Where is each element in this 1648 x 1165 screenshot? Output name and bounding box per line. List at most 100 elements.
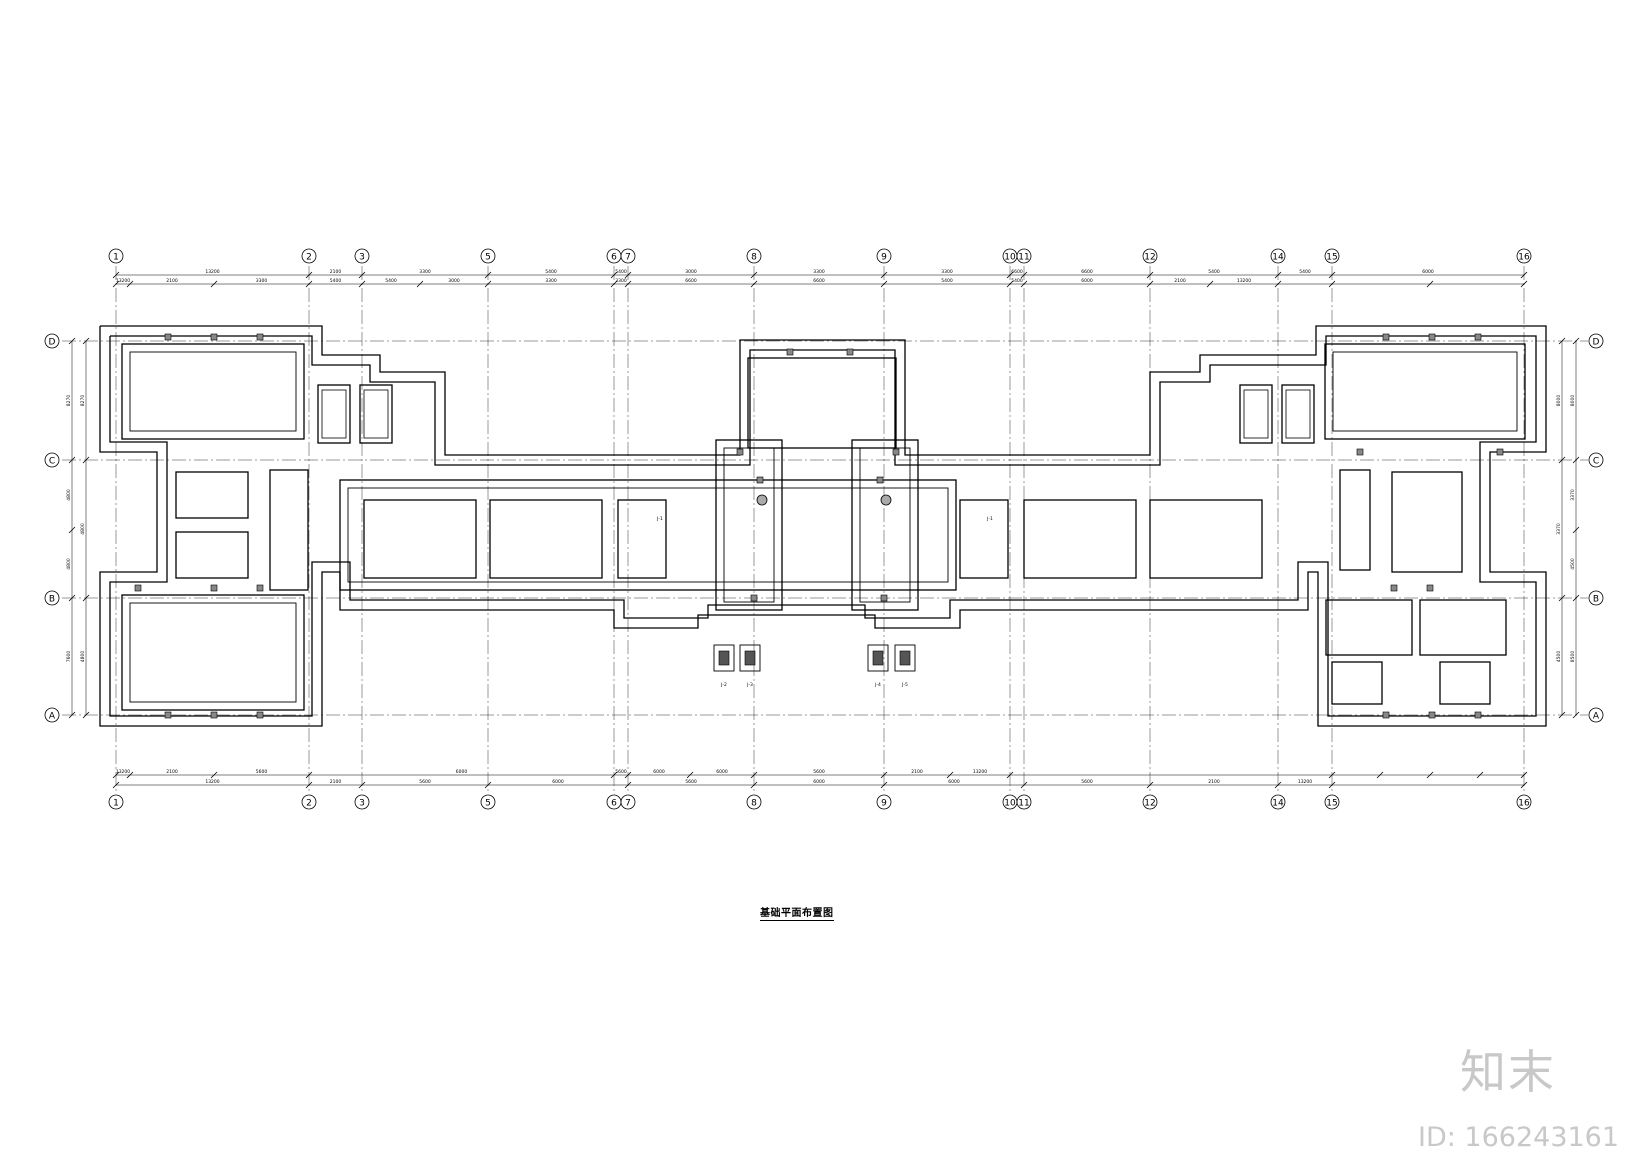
axis-left-C-circle <box>44 452 60 468</box>
axis-left-D-circle <box>44 333 60 349</box>
column-marker <box>1428 333 1436 341</box>
dim-top-sub-tick <box>1520 280 1528 288</box>
dim-left-sub-label: 4800 <box>80 523 86 535</box>
axis-top-5-circle <box>480 248 496 264</box>
dim-bottom-tick <box>750 781 758 789</box>
dim-top-sub-tick <box>1328 280 1336 288</box>
dim-bottom-tick <box>880 781 888 789</box>
dim-bottom-sub-tick <box>1476 771 1484 779</box>
dim-top-sub-label: 5400 <box>941 278 953 284</box>
dim-bottom-sub-label: 5600 <box>256 769 268 775</box>
dim-top-sub-label: 6600 <box>813 278 825 284</box>
dim-right-tick <box>1572 526 1580 534</box>
dim-bottom-sub-label: 6000 <box>456 769 468 775</box>
axis-right-A-circle <box>1588 707 1604 723</box>
axis-top-3-circle <box>354 248 370 264</box>
axis-left-C: C <box>49 457 55 467</box>
dim-top-sub-label: 2100 <box>1174 278 1186 284</box>
axis-top-5: 5 <box>485 253 491 263</box>
dim-bottom-tick <box>484 781 492 789</box>
dim-left-sub-tick <box>82 594 90 602</box>
footing-label: J-3 <box>746 682 753 688</box>
dim-bottom-sub-label: 13200 <box>973 769 987 775</box>
dim-bottom-label: 6000 <box>552 779 564 785</box>
dim-left-tick <box>68 337 76 345</box>
dim-top-label: 6000 <box>1422 269 1434 275</box>
dim-top-sub-tick <box>1020 280 1028 288</box>
column-marker <box>1426 584 1434 592</box>
dim-right-sub-label: 8000 <box>1556 395 1562 407</box>
isolated-footing <box>713 644 735 672</box>
dim-left-label: 4800 <box>66 489 72 501</box>
footing-label: J-5 <box>901 682 908 688</box>
dim-bottom-sub-label: 6000 <box>653 769 665 775</box>
dim-top-tick <box>750 271 758 279</box>
dim-bottom-tick <box>1146 781 1154 789</box>
axis-top-2: 2 <box>306 253 312 263</box>
isolated-footing <box>739 644 761 672</box>
room-right-mid <box>1391 471 1463 573</box>
column-marker <box>1382 333 1390 341</box>
axis-top-8: 8 <box>751 253 757 263</box>
dim-top-sub-tick <box>416 280 424 288</box>
axis-bottom-14-circle <box>1270 794 1286 810</box>
dim-bottom-sub-label: 13200 <box>116 769 130 775</box>
room-small-d <box>1281 384 1315 444</box>
column-marker <box>756 476 764 484</box>
dim-top-sub-label: 3300 <box>256 278 268 284</box>
column-marker <box>1496 448 1504 456</box>
isolated-footing-column <box>718 650 730 666</box>
axis-top-11: 11 <box>1018 253 1029 263</box>
column-marker <box>1474 711 1482 719</box>
dim-bottom-sub-tick <box>1426 771 1434 779</box>
axis-left-B: B <box>49 595 55 605</box>
column-marker <box>876 476 884 484</box>
dim-bottom-sub-tick <box>750 771 758 779</box>
dim-bottom-label: 5600 <box>419 779 431 785</box>
dim-top-tick <box>112 271 120 279</box>
axis-bottom-6: 6 <box>611 799 617 809</box>
room-right-bottom-1 <box>1325 599 1413 656</box>
room-center-6 <box>1149 499 1263 579</box>
room-small-b-inner <box>363 389 389 439</box>
column-marker <box>164 333 172 341</box>
dim-bottom-label: 6000 <box>813 779 825 785</box>
column-marker <box>1474 333 1482 341</box>
axis-bottom-9: 9 <box>881 799 887 809</box>
footing-label: J-1 <box>656 516 663 522</box>
dim-top-tick <box>484 271 492 279</box>
dim-top-label: 5400 <box>1208 269 1220 275</box>
dim-left-sub-tick <box>82 711 90 719</box>
dim-right-tick <box>1572 456 1580 464</box>
column-marker <box>210 584 218 592</box>
dim-top-tick <box>1328 271 1336 279</box>
footing-label: J-2 <box>720 682 727 688</box>
dim-top-label: 3300 <box>813 269 825 275</box>
dim-bottom-tick <box>1020 781 1028 789</box>
stair-core-right-inner <box>859 447 911 603</box>
dim-left-sub-tick <box>82 337 90 345</box>
axis-bottom-14: 14 <box>1272 799 1284 809</box>
axis-bottom-16: 16 <box>1518 799 1530 809</box>
dim-left-label: 4800 <box>66 558 72 570</box>
axis-bottom-5-circle <box>480 794 496 810</box>
dim-bottom-sub-tick <box>210 771 218 779</box>
dim-bottom-sub-tick <box>1376 771 1384 779</box>
dim-top-label: 5400 <box>1299 269 1311 275</box>
dim-right-sub-tick <box>1558 456 1566 464</box>
room-center-4 <box>959 499 1009 579</box>
dim-top-sub-label: 5400 <box>330 278 342 284</box>
dim-bottom-sub-tick <box>1006 771 1014 779</box>
axis-top-1: 1 <box>113 253 119 263</box>
axis-top-14-circle <box>1270 248 1286 264</box>
column-marker <box>1382 711 1390 719</box>
column-marker <box>210 711 218 719</box>
dim-bottom-sub-label: 5600 <box>813 769 825 775</box>
round-column <box>880 494 892 506</box>
round-column <box>756 494 768 506</box>
column-marker <box>210 333 218 341</box>
room-bottom-left-inner <box>129 602 297 703</box>
dim-top-sub-tick <box>484 280 492 288</box>
drawing-caption: 基础平面布置图 <box>760 904 834 921</box>
